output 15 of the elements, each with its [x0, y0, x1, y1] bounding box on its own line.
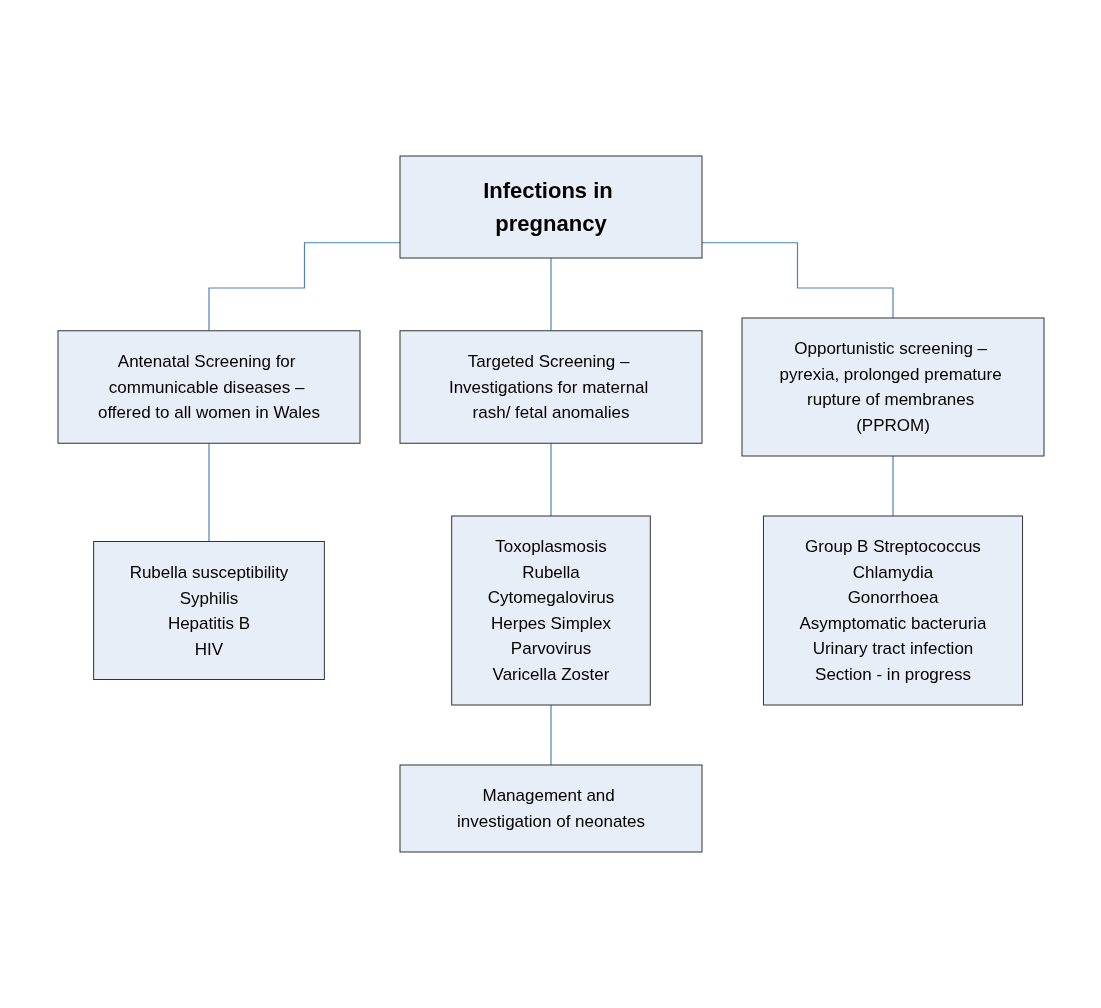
- node-box: Targeted Screening – Investigations for maternal rash/ fetal anomalies: [399, 330, 702, 444]
- connector: [207, 442, 210, 543]
- node-box: Infections in pregnancy: [399, 155, 702, 259]
- node-box: Antenatal Screening for communicable diseases – offered to all women in Wales: [57, 330, 360, 444]
- connector: [700, 242, 894, 319]
- node-box: Rubella susceptibility Syphilis Hepatitis B HIV: [92, 541, 325, 680]
- connector: [549, 442, 552, 517]
- node-box: Opportunistic screening – pyrexia, prolonged premature rupture of membranes (PPROM): [741, 317, 1044, 457]
- node-box: Management and investigation of neonates: [399, 764, 702, 853]
- connector: [549, 257, 552, 332]
- node-box: Toxoplasmosis Rubella Cytomegalovirus Herpes Simplex Parvovirus Varicella Zoster: [450, 515, 651, 706]
- connector: [891, 455, 894, 517]
- connector: [207, 242, 401, 332]
- connector: [549, 704, 552, 766]
- node-box: Group B Streptococcus Chlamydia Gonorrhoea Asymptomatic bacteruria Urinary tract infection Section - in progress: [762, 515, 1023, 706]
